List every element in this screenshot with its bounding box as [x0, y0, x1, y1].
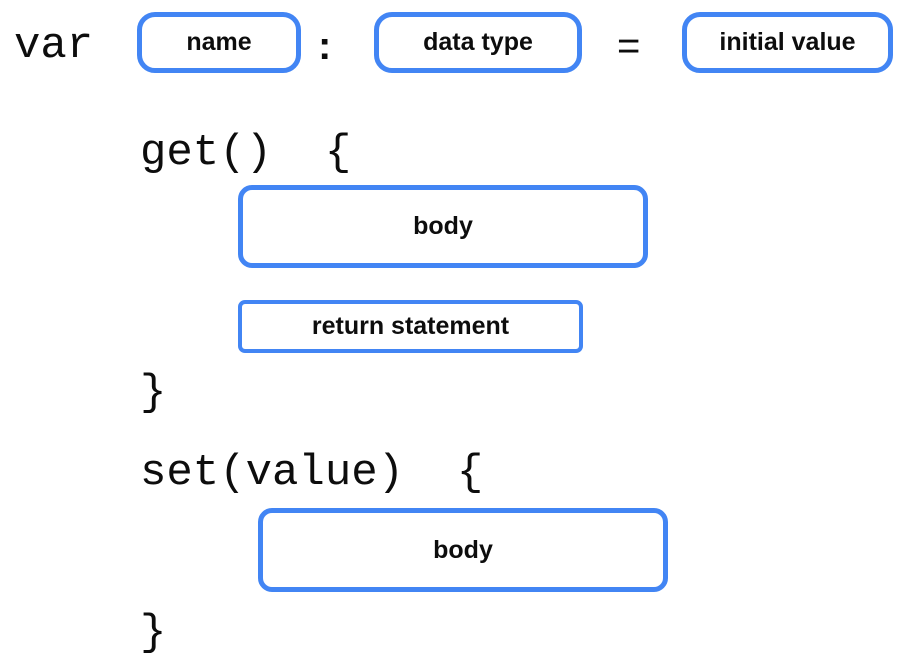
colon-operator: : [318, 24, 332, 68]
getter-signature: get() { [140, 128, 352, 178]
equals-operator: = [617, 24, 641, 68]
var-keyword: var [14, 21, 94, 71]
getter-body-placeholder-box[interactable]: body [238, 185, 648, 268]
name-placeholder-label: name [186, 28, 252, 56]
setter-signature: set(value) { [140, 448, 484, 498]
data-type-placeholder-box[interactable]: data type [374, 12, 582, 73]
data-type-placeholder-label: data type [423, 28, 533, 56]
initial-value-placeholder-box[interactable]: initial value [682, 12, 893, 73]
name-placeholder-box[interactable]: name [137, 12, 301, 73]
getter-body-placeholder-label: body [413, 212, 473, 240]
setter-body-placeholder-label: body [433, 535, 493, 564]
initial-value-placeholder-label: initial value [719, 28, 856, 56]
return-statement-placeholder-box[interactable]: return statement [238, 300, 583, 353]
setter-body-placeholder-box[interactable]: body [258, 508, 668, 592]
getter-closing-brace: } [140, 368, 167, 418]
setter-closing-brace: } [140, 608, 167, 657]
return-statement-placeholder-label: return statement [311, 312, 510, 340]
